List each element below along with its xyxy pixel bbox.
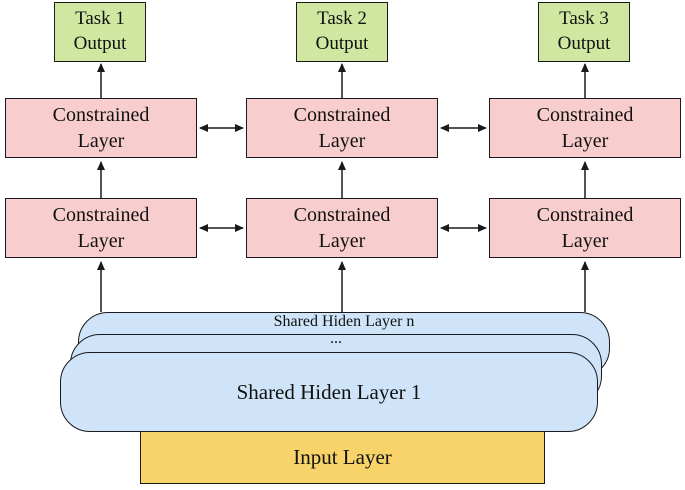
shared-layers-ellipsis: ... <box>330 330 342 347</box>
constrained-layer-row2-col3: Constrained Layer <box>489 198 681 258</box>
constrained-layer-row1-col3: Constrained Layer <box>489 98 681 158</box>
shared-hidden-layer-n-label: Shared Hiden Layer n <box>273 313 415 330</box>
constrained-layer-row1-col1: Constrained Layer <box>5 98 197 158</box>
task-3-output-box: Task 3 Output <box>538 2 630 62</box>
task-2-output-box: Task 2 Output <box>296 2 388 62</box>
input-layer-box: Input Layer <box>140 432 545 484</box>
constrained-layer-row2-col1: Constrained Layer <box>5 198 197 258</box>
constrained-layer-row1-col2: Constrained Layer <box>246 98 438 158</box>
task-1-output-box: Task 1 Output <box>54 2 146 62</box>
constrained-layer-row2-col2: Constrained Layer <box>246 198 438 258</box>
shared-hidden-layer-1: Shared Hiden Layer 1 <box>60 352 598 432</box>
